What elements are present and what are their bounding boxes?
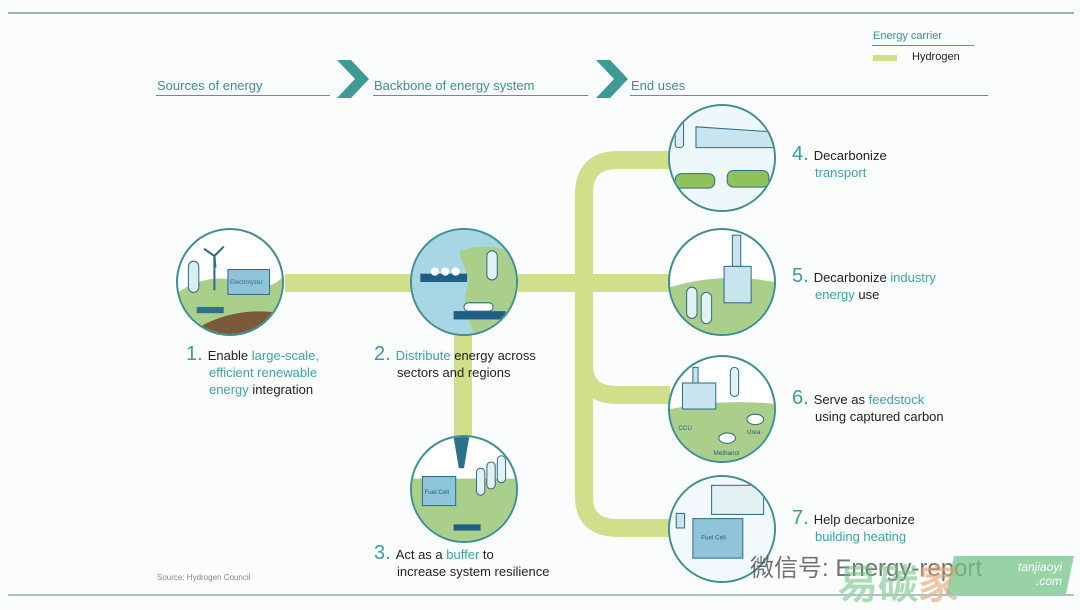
watermark-brand-domain: .com [1035,574,1062,588]
circle-industry [668,228,776,336]
power-storage-illustration: Fuel Cell [412,437,516,541]
step-number: 5. [792,265,809,287]
highlight-text: large-scale, [251,348,319,363]
legend-title: Energy carrier [873,30,943,42]
legend-underline [872,45,974,46]
caption-text: use [854,287,880,302]
step-3-caption: 3. Act as a buffer to increase system resi… [374,542,550,580]
highlight-text: industry [890,270,936,285]
caption-text: Enable [207,348,252,363]
section-underline [630,95,988,96]
circle-label-fuel-cell: Fuel Cell [424,489,449,496]
highlight-text: energy [209,382,249,397]
step-6-caption: 6. Serve as feedstock using captured carbo… [792,387,944,425]
chevron-right-icon [596,60,628,98]
circle-label-ccu: CCU [678,425,692,432]
highlight-text: efficient renewable [209,365,318,380]
step-number: 7. [792,507,809,529]
source-note: Source: Hydrogen Council [157,573,251,582]
circle-label-fuel-cell: Fuel Cell [701,534,726,541]
highlight-text: feedstock [868,392,925,407]
industry-plant-illustration [670,234,774,334]
caption-text: energy across [450,348,536,363]
section-underline [373,95,588,96]
step-number: 2. [374,343,391,365]
circle-building-heating: Fuel Cell [668,475,776,583]
caption-text: using captured carbon [815,409,944,424]
section-sources-of-energy: Sources of energy [157,78,263,93]
caption-text: Decarbonize [813,148,887,163]
circle-buffer: Fuel Cell [410,435,518,543]
caption-text: integration [248,382,314,397]
section-backbone: Backbone of energy system [374,78,535,93]
step-7-caption: 7. Help decarbonize building heating [792,507,915,545]
step-1-caption: 1. Enable large-scale, efficient renewable… [186,343,319,398]
highlight-text: buffer [446,547,480,562]
caption-text: to [479,547,494,562]
step-number: 4. [792,143,809,165]
building-heating-illustration: Fuel Cell [670,477,774,581]
watermark-brand-cn: 易碳 [838,563,918,607]
circle-distribute-energy [410,228,518,336]
chevron-right-icon [337,60,369,98]
circle-label-methanol: Methanol [714,450,740,457]
circle-feedstock: CCU Urea Methanol [668,355,776,463]
caption-text: Decarbonize [813,270,891,285]
circle-label-electrolyzer: Electrolyzer [230,279,263,286]
flow-trunk [575,151,670,537]
legend-label-hydrogen: Hydrogen [912,51,960,63]
fuel-station-cars-illustration [670,106,774,210]
highlight-text: transport [815,165,867,180]
feedstock-plant-illustration: CCU Urea Methanol [670,366,774,461]
step-4-caption: 4. Decarbonize transport [792,143,887,181]
highlight-text: Distribute [395,348,451,363]
section-end-uses: End uses [631,78,686,93]
step-number: 3. [374,542,391,564]
highlight-text: energy [815,287,855,302]
caption-text: Serve as [813,392,869,407]
flow-link-hub-6 [575,364,670,404]
section-underline [156,95,330,96]
caption-text: Act as a [395,547,447,562]
legend-swatch-hydrogen [873,55,897,61]
caption-text: sectors and regions [397,365,511,380]
caption-text: increase system resilience [397,564,550,579]
wechat-watermark: 微信号: Energy-report [750,555,983,582]
shipping-distribution-illustration [412,230,516,334]
electrolyzer-wind-illustration: Electrolyzer [178,245,282,334]
circle-renewable-integration: Electrolyzer [176,228,284,336]
highlight-text: building heating [815,529,907,544]
watermark-brand-en: tanjiaoyi [1017,560,1062,574]
circle-transport [668,104,776,212]
watermark-brand-cn-2: 家 [918,563,958,607]
caption-text: Help decarbonize [813,512,915,527]
step-number: 6. [792,387,809,409]
bottom-rule [8,594,1074,596]
top-rule [8,12,1074,14]
circle-label-urea: Urea [747,429,761,436]
step-5-caption: 5. Decarbonize industry energy use [792,265,936,303]
step-number: 1. [186,343,203,365]
step-2-caption: 2. Distribute energy across sectors and re… [374,343,536,381]
